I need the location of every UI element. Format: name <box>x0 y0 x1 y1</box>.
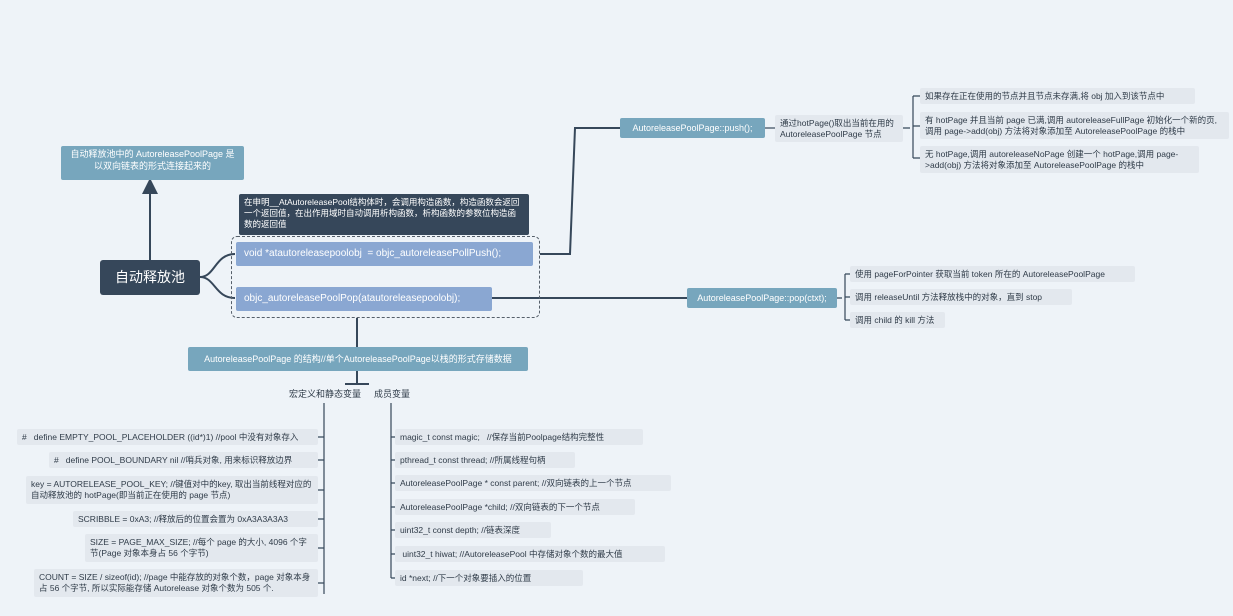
pop-method-node[interactable]: AutoreleasePoolPage::pop(ctxt); <box>687 288 837 308</box>
root-node-autorelease-pool[interactable]: 自动释放池 <box>100 260 200 295</box>
member-item[interactable]: AutoreleasePoolPage * const parent; //双向… <box>395 475 671 491</box>
pop-to-steps-line <box>837 273 850 321</box>
macro-item[interactable]: SCRIBBLE = 0xA3; //释放后的位置会置为 0xA3A3A3A3 <box>73 511 318 527</box>
push-case-item[interactable]: 如果存在正在使用的节点并且节点未存满,将 obj 加入到该节点中 <box>920 88 1195 104</box>
member-item[interactable]: pthread_t const thread; //所属线程句柄 <box>395 452 575 468</box>
top-note-node[interactable]: 自动释放池中的 AutoreleasePoolPage 是以双向链表的形式连接起… <box>61 146 244 180</box>
structure-to-macros-line <box>345 371 358 385</box>
member-item[interactable]: AutoreleasePoolPage *child; //双向链表的下一个节点 <box>395 499 635 515</box>
macro-item[interactable]: key = AUTORELEASE_POOL_KEY; //键值对中的key, … <box>26 476 318 504</box>
pop-step-item[interactable]: 使用 pageForPointer 获取当前 token 所在的 Autorel… <box>850 266 1135 282</box>
push-case-item[interactable]: 有 hotPage 并且当前 page 已满,调用 autoreleaseFul… <box>920 112 1229 139</box>
macro-item[interactable]: SIZE = PAGE_MAX_SIZE; //每个 page 的大小, 409… <box>85 534 318 562</box>
member-item[interactable]: uint32_t hiwat; //AutoreleasePool 中存储对象个… <box>395 546 665 562</box>
pop-step-item[interactable]: 调用 releaseUntil 方法释放栈中的对象，直到 stop <box>850 289 1072 305</box>
macro-item[interactable]: COUNT = SIZE / sizeof(id); //page 中能存放的对… <box>34 569 318 597</box>
hotpage-to-cases-line <box>903 95 920 159</box>
member-item[interactable]: id *next; //下一个对象要插入的位置 <box>395 570 583 586</box>
members-branch-line <box>390 400 395 579</box>
constructor-note-node[interactable]: 在申明__AtAutoreleasePool结构体时，会调用构造函数，构造函数会… <box>239 194 529 235</box>
macro-item[interactable]: # define EMPTY_POOL_PLACEHOLDER ((id*)1)… <box>17 429 318 445</box>
calls-group-box <box>231 236 540 318</box>
push-case-item[interactable]: 无 hotPage,调用 autoreleaseNoPage 创建一个 hotP… <box>920 146 1199 173</box>
root-to-push-line <box>199 253 236 278</box>
push-method-node[interactable]: AutoreleasePoolPage::push(); <box>620 118 765 138</box>
pop-call-node[interactable]: objc_autoreleasePoolPop(atautoreleasepoo… <box>236 287 492 311</box>
pop-step-item[interactable]: 调用 child 的 kill 方法 <box>850 312 945 328</box>
push-call-node[interactable]: void *atautoreleasepoolobj = objc_autore… <box>236 242 533 266</box>
macros-label-node[interactable]: 宏定义和静态变量 <box>284 387 366 403</box>
member-item[interactable]: magic_t const magic; //保存当前Poolpage结构完整性 <box>395 429 643 445</box>
structure-node[interactable]: AutoreleasePoolPage 的结构//单个AutoreleasePo… <box>188 347 528 371</box>
push-call-to-push-node-line <box>540 127 620 255</box>
macros-branch-line <box>318 400 325 594</box>
structure-to-members-line <box>356 371 369 385</box>
macro-item[interactable]: # define POOL_BOUNDARY nil //哨兵对象, 用来标识释… <box>49 452 318 468</box>
root-to-pop-line <box>199 276 236 299</box>
members-label-node[interactable]: 成员变量 <box>369 387 415 403</box>
hotpage-node[interactable]: 通过hotPage()取出当前在用的AutoreleasePoolPage 节点 <box>775 115 903 142</box>
member-item[interactable]: uint32_t const depth; //链表深度 <box>395 522 551 538</box>
